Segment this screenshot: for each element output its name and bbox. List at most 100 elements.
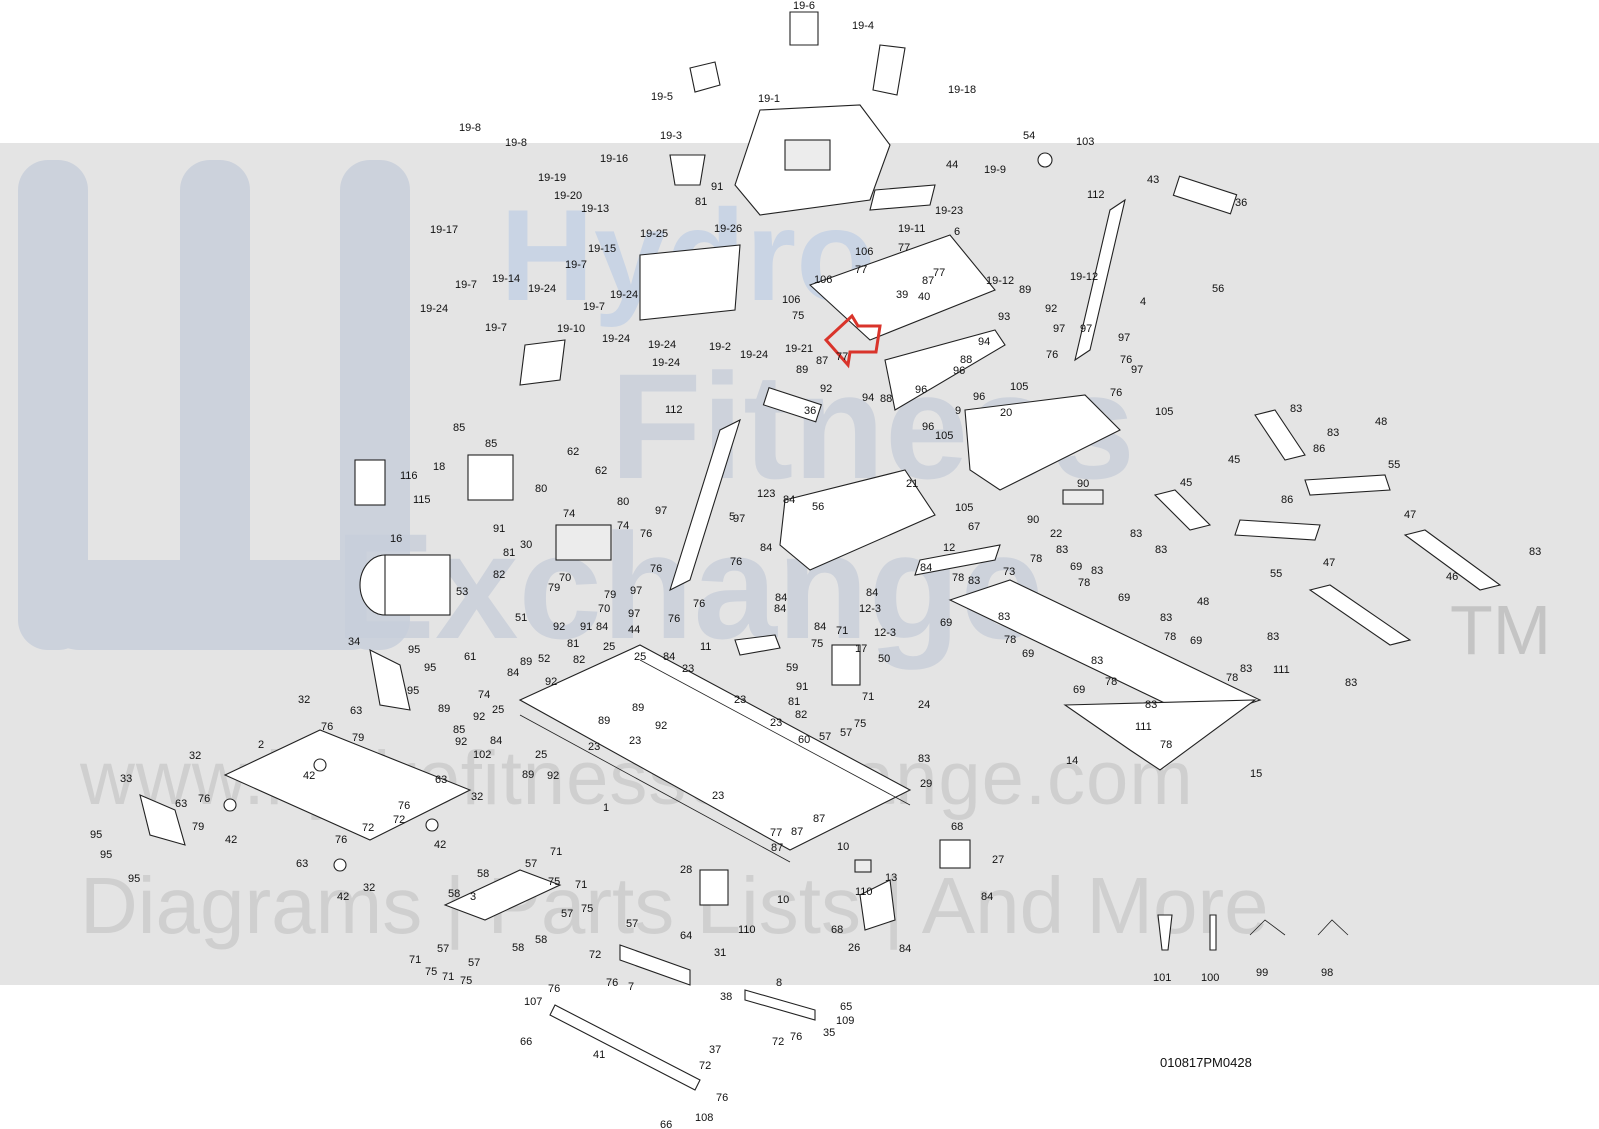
part-20: [964, 394, 1121, 491]
callout-99: 99: [1256, 967, 1268, 979]
callout-83: 83: [968, 575, 980, 587]
callout-71: 71: [550, 846, 562, 858]
callout-84: 84: [775, 592, 787, 604]
callout-88: 88: [960, 354, 972, 366]
part-7: [619, 944, 691, 986]
callout-112: 112: [1087, 189, 1105, 201]
callout-32: 32: [363, 882, 375, 894]
callout-82: 82: [493, 569, 505, 581]
callout-105: 105: [935, 430, 953, 442]
callout-76: 76: [1120, 354, 1132, 366]
callout-19-7: 19-7: [565, 259, 587, 271]
callout-48: 48: [1375, 416, 1387, 428]
callout-63: 63: [350, 705, 362, 717]
callout-108: 108: [695, 1112, 713, 1124]
callout-19-15: 19-15: [588, 243, 616, 255]
callout-92: 92: [545, 676, 557, 688]
callout-83: 83: [1345, 677, 1357, 689]
callout-115: 115: [413, 494, 431, 506]
callout-57: 57: [840, 727, 852, 739]
callout-111: 111: [1135, 721, 1152, 733]
callout-91: 91: [493, 523, 505, 535]
callout-84: 84: [866, 587, 878, 599]
callout-84: 84: [981, 891, 993, 903]
callout-62: 62: [595, 465, 607, 477]
callout-79: 79: [192, 821, 204, 833]
callout-21: 21: [906, 478, 918, 490]
callout-83: 83: [1155, 544, 1167, 556]
callout-71: 71: [862, 691, 874, 703]
callout-83: 83: [1130, 528, 1142, 540]
callout-16: 16: [390, 533, 402, 545]
callout-57: 57: [819, 731, 831, 743]
part-4: [1074, 198, 1126, 362]
part-36b: [762, 387, 823, 423]
handrail-assembly: [669, 175, 1238, 592]
callout-74: 74: [617, 520, 629, 532]
callout-89: 89: [1019, 284, 1031, 296]
callout-63: 63: [296, 858, 308, 870]
callout-75: 75: [854, 718, 866, 730]
part-27: [939, 839, 971, 869]
callout-19-25: 19-25: [640, 228, 668, 240]
callout-98: 98: [1321, 967, 1333, 979]
part-13: [854, 859, 872, 873]
drawing-code: 010817PM0428: [1160, 1055, 1252, 1070]
callout-91: 91: [796, 681, 808, 693]
callout-28: 28: [680, 864, 692, 876]
callout-81: 81: [503, 547, 515, 559]
part-21: [779, 469, 936, 571]
callout-9: 9: [955, 405, 961, 417]
callout-40: 40: [918, 291, 930, 303]
callout-95: 95: [128, 873, 140, 885]
callout-84: 84: [760, 542, 772, 554]
callout-69: 69: [1070, 561, 1082, 573]
callout-95: 95: [407, 685, 419, 697]
callout-31: 31: [714, 947, 726, 959]
callout-85: 85: [485, 438, 497, 450]
callout-23: 23: [629, 735, 641, 747]
callout-19-17: 19-17: [430, 224, 458, 236]
callout-95: 95: [100, 849, 112, 861]
callout-78: 78: [1078, 577, 1090, 589]
callout-45: 45: [1228, 454, 1240, 466]
callout-37: 37: [709, 1044, 721, 1056]
callout-110: 110: [855, 886, 873, 898]
callout-23: 23: [712, 790, 724, 802]
callout-74: 74: [563, 508, 575, 520]
callout-107: 107: [524, 996, 542, 1008]
callout-70: 70: [559, 572, 571, 584]
callout-19-24: 19-24: [648, 339, 676, 351]
callout-46: 46: [1446, 571, 1458, 583]
callout-91: 91: [711, 181, 723, 193]
callout-66: 66: [660, 1119, 672, 1129]
callout-76: 76: [693, 598, 705, 610]
callout-96: 96: [922, 421, 934, 433]
callout-96: 96: [973, 391, 985, 403]
callout-69: 69: [1118, 592, 1130, 604]
callout-76: 76: [716, 1092, 728, 1104]
callout-19-19: 19-19: [538, 172, 566, 184]
callout-74: 74: [478, 689, 490, 701]
motor-body: [384, 554, 451, 616]
part-19-5: [689, 61, 721, 93]
callout-84: 84: [596, 621, 608, 633]
callout-19-6: 19-6: [793, 0, 815, 12]
callout-67: 67: [968, 521, 980, 533]
motor-hood-assembly: [354, 394, 1121, 686]
callout-76: 76: [650, 563, 662, 575]
callout-105: 105: [1155, 406, 1173, 418]
callout-75: 75: [425, 966, 437, 978]
callout-83: 83: [1091, 565, 1103, 577]
part-3: [443, 869, 562, 921]
callout-109: 109: [836, 1015, 854, 1027]
callout-116: 116: [400, 470, 418, 482]
callout-42: 42: [337, 891, 349, 903]
callout-84: 84: [507, 667, 519, 679]
callout-73: 73: [1003, 566, 1015, 578]
callout-23: 23: [770, 717, 782, 729]
callout-70: 70: [598, 603, 610, 615]
callout-12-3: 12-3: [874, 627, 896, 639]
callout-36: 36: [1235, 197, 1247, 209]
part-11: [734, 634, 781, 656]
